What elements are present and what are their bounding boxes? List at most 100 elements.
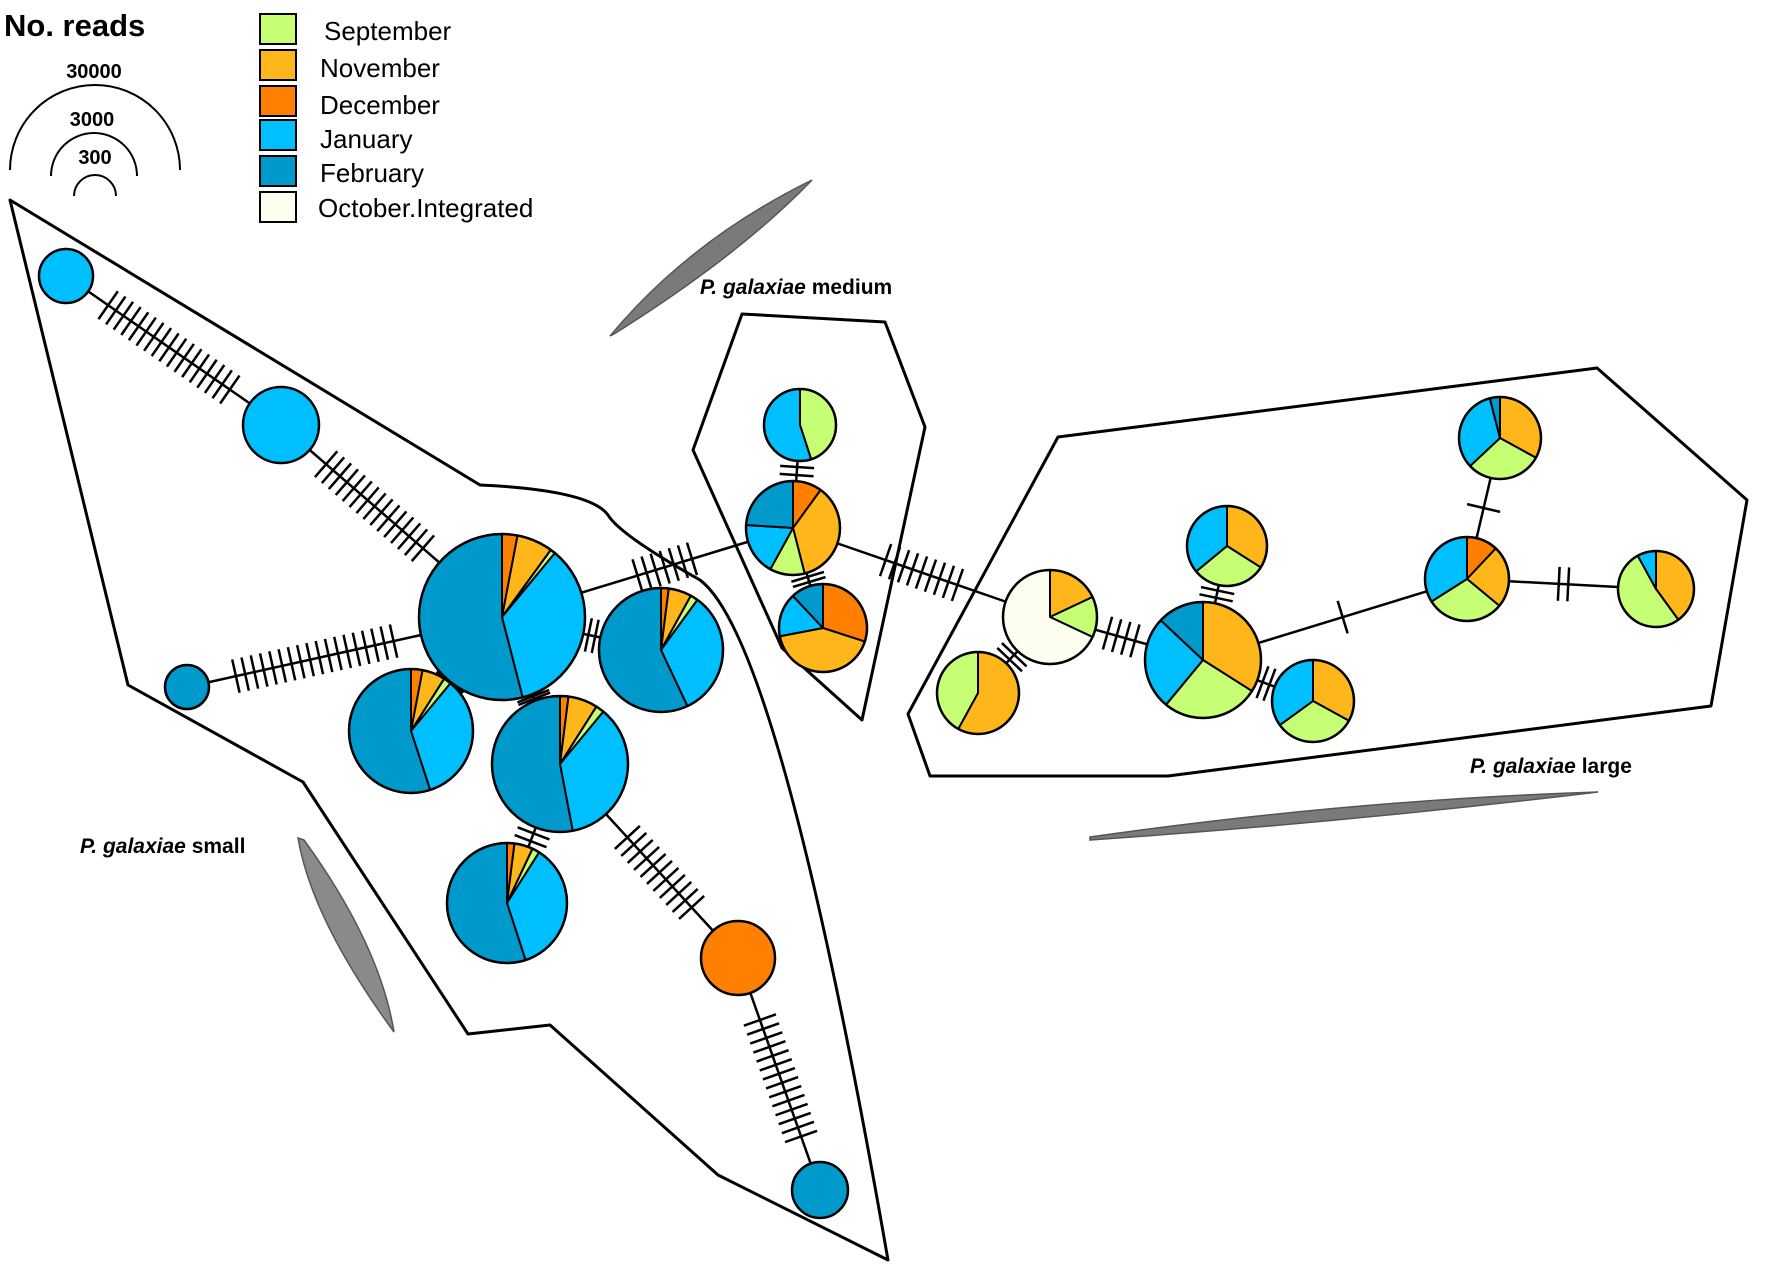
pie-outline — [777, 582, 869, 674]
haplotype-node-h2 — [241, 385, 321, 465]
mutation-mark — [383, 510, 408, 538]
network-link — [87, 290, 251, 405]
size-legend-arc-small — [73, 174, 117, 197]
mutation-mark — [295, 644, 306, 679]
network-link — [581, 540, 749, 594]
mutation-mark — [878, 543, 893, 577]
mutation-mark — [196, 359, 218, 389]
mutation-mark — [173, 343, 195, 373]
mutation-mark — [752, 1040, 786, 1054]
network-link — [1466, 477, 1501, 539]
link-line — [583, 632, 601, 639]
mutation-mark — [667, 547, 680, 582]
mutation-mark — [1200, 585, 1235, 596]
mutation-mark — [626, 839, 654, 864]
mutation-mark — [334, 468, 359, 496]
mutation-mark — [165, 337, 188, 368]
network-link — [743, 992, 818, 1165]
mutation-mark — [150, 327, 173, 357]
mutation-mark — [640, 556, 653, 590]
mutation-mark — [362, 492, 387, 520]
mutation-mark — [127, 311, 150, 341]
mutation-mark — [403, 528, 429, 556]
mutation-mark — [396, 522, 422, 550]
mutation-mark — [143, 322, 165, 352]
haplotype-node-h17 — [1143, 600, 1263, 720]
mutation-mark — [230, 659, 241, 693]
mutation-mark — [120, 306, 142, 336]
group-labels: P. galaxiae small P. galaxiae medium P. … — [80, 276, 1632, 858]
haplotype-node-h20 — [1457, 395, 1543, 481]
haplotype-node-h14 — [935, 650, 1021, 736]
haplotype-node-h6 — [347, 667, 475, 795]
haplotype-node-h9 — [699, 919, 777, 997]
mutation-mark — [620, 832, 648, 857]
mutation-mark — [376, 504, 401, 532]
mutation-mark — [905, 552, 920, 586]
haplotype-node-h3 — [163, 663, 211, 711]
mutation-mark — [351, 632, 362, 667]
pie-outline — [935, 650, 1021, 736]
hull-medium — [691, 312, 927, 722]
mutation-mark — [286, 646, 297, 681]
mutation-mark — [746, 1022, 780, 1036]
haplotype-node-h21 — [1616, 549, 1696, 629]
haplotype-node-h15 — [1001, 568, 1099, 666]
mutation-mark — [277, 648, 288, 683]
mutation-mark — [158, 332, 180, 363]
mutation-mark — [97, 290, 119, 320]
mutation-mark — [320, 456, 346, 484]
mutation-mark — [1336, 600, 1349, 634]
group-label-small: P. galaxiae small — [80, 835, 245, 858]
mutation-mark — [314, 450, 339, 478]
network-link — [1508, 566, 1619, 602]
mutation-mark — [305, 642, 315, 677]
pie-outline — [1457, 395, 1543, 481]
mutation-mark — [941, 565, 956, 599]
size-legend-arc-medium — [50, 132, 138, 177]
mutation-mark — [258, 653, 269, 687]
mutation-mark — [268, 651, 278, 685]
legend-label-january: January — [320, 124, 413, 154]
link-line — [1256, 679, 1276, 688]
mutation-mark — [333, 636, 343, 671]
network-link — [514, 826, 550, 849]
mutation-mark — [1129, 624, 1141, 658]
pie-slice — [37, 247, 95, 305]
pie-slice — [790, 1160, 850, 1220]
mutation-mark — [1001, 642, 1028, 668]
network-links — [87, 290, 1619, 1165]
network-link — [1199, 584, 1235, 604]
legend-swatch-december — [259, 85, 297, 117]
mutation-mark — [676, 545, 690, 579]
network-link — [837, 542, 1006, 603]
mutation-mark — [219, 374, 241, 405]
link-line — [749, 992, 812, 1165]
mutation-mark — [652, 867, 680, 892]
mutation-mark — [646, 860, 673, 885]
size-legend-title: No. reads — [4, 8, 145, 43]
pie-outline — [445, 841, 569, 965]
mutation-mark — [369, 498, 394, 526]
mutation-mark — [765, 1075, 799, 1090]
network-link — [996, 642, 1028, 673]
mutation-mark — [516, 688, 550, 704]
mutation-mark — [665, 881, 693, 906]
hull-large — [906, 366, 1749, 778]
network-link — [1255, 665, 1277, 702]
network-link — [1258, 590, 1428, 645]
pie-slice — [491, 695, 574, 833]
mutation-mark — [314, 640, 325, 675]
mutation-mark — [390, 516, 415, 544]
mutation-mark — [370, 628, 380, 663]
mutation-mark — [181, 348, 203, 378]
legend-swatch-january — [259, 119, 297, 151]
mutation-mark — [517, 691, 551, 707]
link-line — [208, 633, 422, 684]
mutation-mark — [671, 888, 699, 913]
mutation-mark — [779, 472, 814, 478]
mutation-mark — [323, 638, 334, 673]
mutation-mark — [1255, 665, 1270, 699]
pie-outline — [1001, 568, 1099, 666]
mutation-mark — [791, 570, 825, 583]
